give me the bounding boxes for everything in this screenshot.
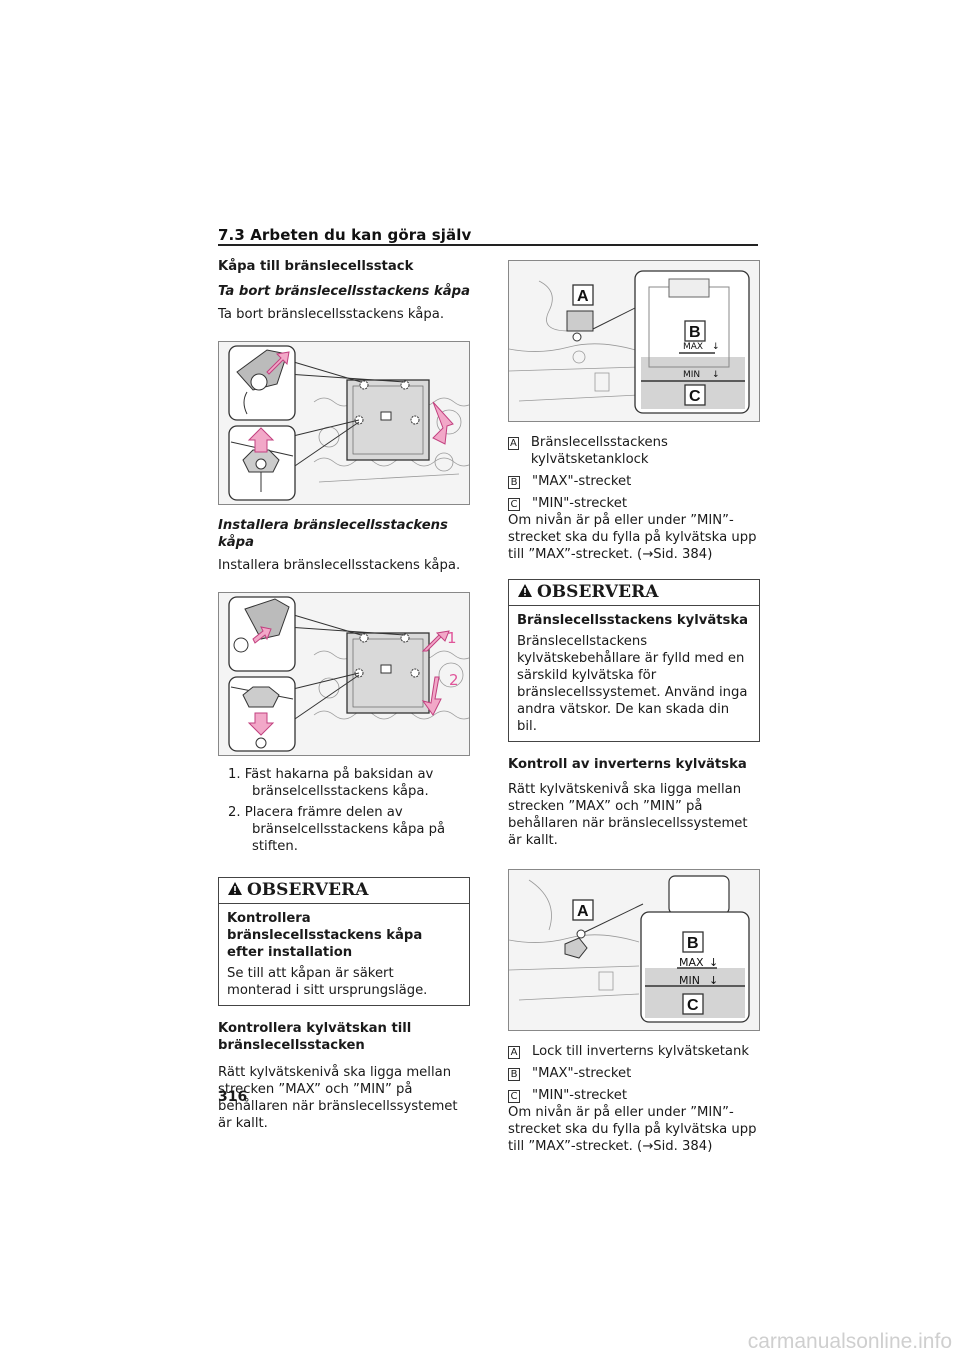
stack-coolant-text: Rätt kylvätskenivå ska ligga mellan stre… <box>218 1065 458 1131</box>
warning-box-cover: OBSERVERA Kontrollera bränslecellsstacke… <box>218 877 470 1006</box>
watermark: carmanualsonline.info <box>747 1330 952 1353</box>
callout-b: B <box>687 935 699 952</box>
legend-tag: B <box>508 476 520 489</box>
figure-inverter-coolant-tank: A MAX ↓ MIN ↓ B C <box>508 869 760 1031</box>
step-item: 2. Placera främre delen av bränselcellss… <box>228 805 446 854</box>
callout-b: B <box>689 324 701 341</box>
warning-icon <box>227 881 243 900</box>
heading-cover: Kåpa till bränslecellsstack <box>218 259 414 274</box>
note-text: Om nivån är på eller under ”MIN”-strecke… <box>508 513 757 562</box>
remove-text: Ta bort bränslecellsstackens kåpa. <box>218 307 445 322</box>
callout-a: A <box>577 903 589 920</box>
figure-remove-cover <box>218 341 470 505</box>
legend-item: B "MAX"-strecket <box>508 1065 760 1082</box>
warning-title: Bränslecellsstackens kylvätska <box>517 613 749 628</box>
legend-text: "MAX"-strecket <box>532 474 632 489</box>
warning-box-coolant: OBSERVERA Bränslecellsstackens kylvätska… <box>508 579 760 742</box>
legend-item: A Bränslecellsstackens kylvätsketanklock <box>508 434 760 468</box>
figure-label-2: 2 <box>449 671 459 689</box>
section-title: 7.3 Arbeten du kan göra själv <box>218 226 472 244</box>
left-column: Kåpa till bränslecellsstack Ta bort brän… <box>218 258 470 1138</box>
heading-inverter-coolant: Kontroll av inverterns kylvätska <box>508 757 747 772</box>
figure-stack-coolant-tank: A MAX ↓ MIN ↓ B C <box>508 260 760 422</box>
callout-c: C <box>687 997 699 1014</box>
legend-tag: C <box>508 498 520 511</box>
warning-header: OBSERVERA <box>219 878 469 904</box>
min-mark: MIN <box>679 974 700 987</box>
down-arrow-icon: ↓ <box>709 974 718 987</box>
legend-inverter: A Lock till inverterns kylvätsketank B "MA… <box>508 1043 760 1155</box>
legend-item: C "MIN"-strecket <box>508 495 760 512</box>
down-arrow-icon: ↓ <box>712 342 720 352</box>
callout-a: A <box>577 288 589 305</box>
max-mark: MAX <box>683 342 703 352</box>
install-text: Installera bränslecellsstackens kåpa. <box>218 558 461 573</box>
heading-stack-coolant: Kontrollera kylvätskan till bränslecells… <box>218 1021 412 1053</box>
legend-text: "MIN"-strecket <box>532 1088 628 1103</box>
legend-text: "MAX"-strecket <box>532 1066 632 1081</box>
warning-icon <box>517 583 533 602</box>
page-number: 316 <box>218 1089 248 1105</box>
callout-c: C <box>689 388 701 405</box>
legend-tag: B <box>508 1068 520 1081</box>
note-text: Om nivån är på eller under ”MIN”-strecke… <box>508 1105 757 1154</box>
warning-heading: OBSERVERA <box>247 880 369 900</box>
header-divider <box>218 244 758 246</box>
legend-item: A Lock till inverterns kylvätsketank <box>508 1043 760 1060</box>
legend-text: Bränslecellsstackens kylvätsketanklock <box>530 435 668 467</box>
legend-text: "MIN"-strecket <box>532 496 628 511</box>
min-mark: MIN <box>683 370 700 380</box>
max-mark: MAX <box>679 956 704 969</box>
legend-text: Lock till inverterns kylvätsketank <box>532 1044 749 1059</box>
legend-tag: A <box>508 437 519 450</box>
legend-tag: C <box>508 1090 520 1103</box>
page-header: 7.3 Arbeten du kan göra själv <box>218 226 758 246</box>
legend-tag: A <box>508 1046 520 1059</box>
warning-heading: OBSERVERA <box>537 582 659 602</box>
legend-item: B "MAX"-strecket <box>508 473 760 490</box>
down-arrow-icon: ↓ <box>709 956 718 969</box>
figure-label-1: 1 <box>447 629 457 647</box>
figure-install-cover: 1 2 <box>218 592 470 756</box>
warning-text: Bränslecellstackens kylvätskebehållare ä… <box>517 634 748 734</box>
subheading-install: Installera bränslecellsstackens kåpa <box>218 518 448 550</box>
warning-title: Kontrollera bränslecellsstackens kåpa ef… <box>227 911 423 960</box>
right-column: A MAX ↓ MIN ↓ B C A Bränslecellsstackens … <box>508 260 760 1161</box>
inverter-coolant-text: Rätt kylvätskenivå ska ligga mellan stre… <box>508 782 748 848</box>
install-steps: 1. Fäst hakarna på baksidan av bränselce… <box>218 766 470 855</box>
warning-text: Se till att kåpan är säkert monterad i s… <box>227 966 428 998</box>
legend-item: C "MIN"-strecket <box>508 1087 760 1104</box>
warning-header: OBSERVERA <box>509 580 759 606</box>
subheading-remove: Ta bort bränslecellsstackens kåpa <box>218 284 470 299</box>
step-item: 1. Fäst hakarna på baksidan av bränselce… <box>228 767 434 799</box>
down-arrow-icon: ↓ <box>712 370 720 380</box>
